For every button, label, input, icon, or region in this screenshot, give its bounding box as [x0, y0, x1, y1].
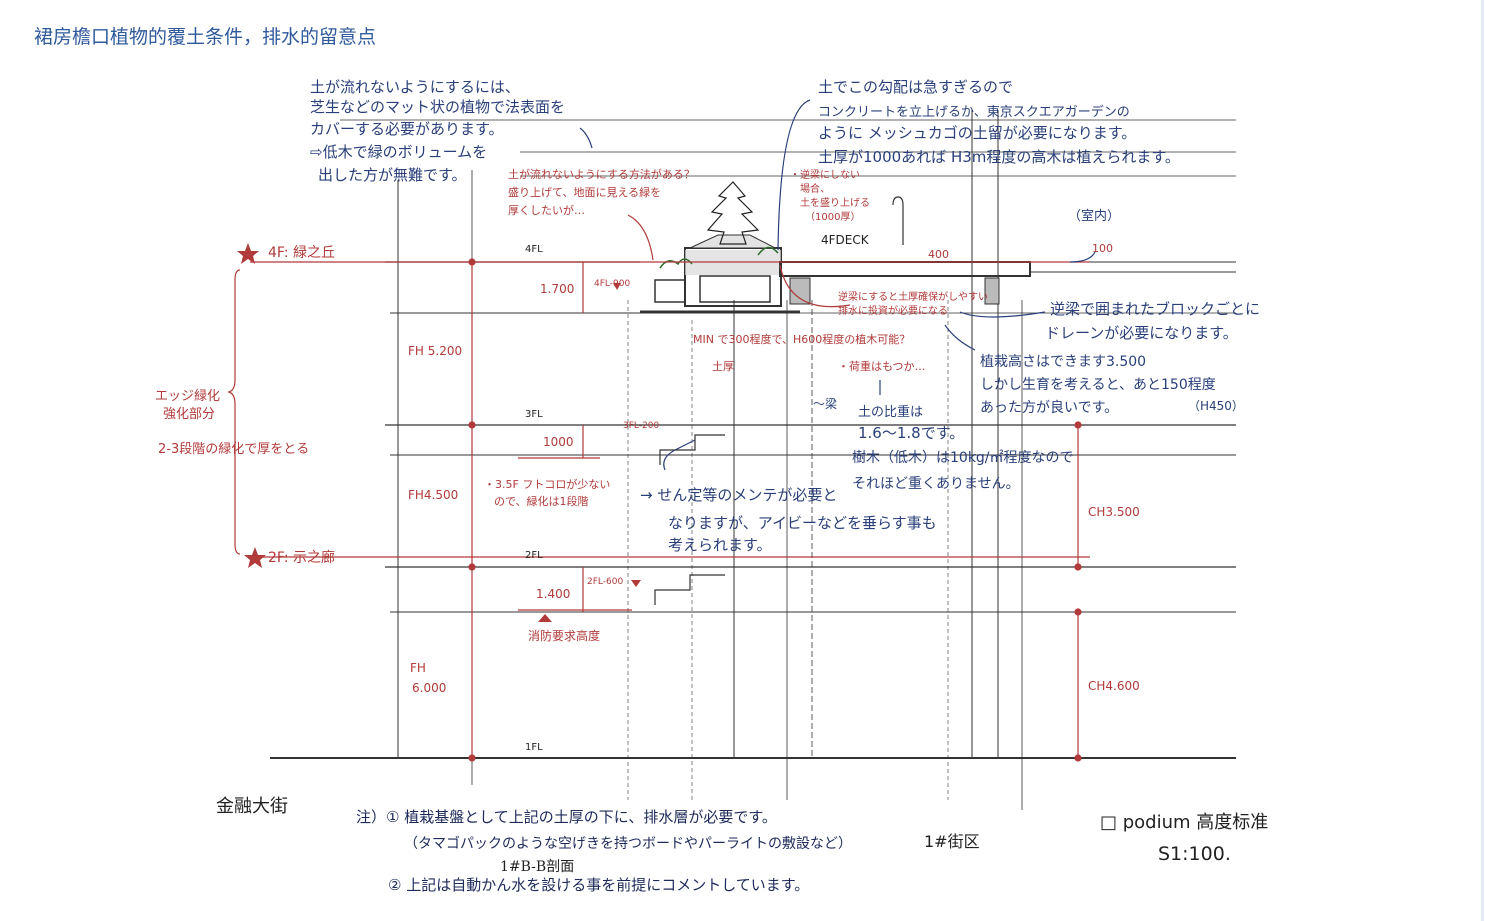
star-4f-icon: [237, 243, 259, 264]
red-fl-4: 4FL-900: [594, 279, 630, 289]
level-2fl: 2FL: [525, 550, 543, 561]
level-2-3-note: 2-3段階の緑化で厚をとる: [158, 442, 309, 457]
dim-1700: 1.700: [540, 282, 574, 296]
maint-note-1: → せん定等のメンテが必要と: [640, 486, 837, 504]
dim-fh6000-b: 6.000: [412, 681, 446, 695]
level-4fl: 4FL: [525, 244, 543, 255]
soil-weight-2: 1.6～1.8です。: [858, 424, 964, 442]
soil-weight-1: 土の比重は: [858, 404, 923, 420]
dim-fh4500: FH4.500: [408, 488, 458, 502]
plant-height-2: しかし生育を考えると、あと150程度: [980, 377, 1216, 393]
level-3fl: 3FL: [525, 409, 543, 420]
footnote-1b: （タマゴパックのような空げきを持つボードやパーライトの敷設など）: [404, 835, 852, 852]
top-left-note-2: 芝生などのマット状の植物で法表面を: [310, 98, 565, 116]
footnote-1: 注）① 植栽基盤として上記の土厚の下に、排水層が必要です。: [356, 808, 777, 826]
min300-note: MIN で300程度で、H600程度の植木可能？: [693, 332, 910, 346]
maint-note-2: なりますが、アイビーなどを垂らす事も: [668, 514, 937, 532]
floor-4f-label: 4F: 緑之丘: [268, 245, 335, 261]
red-question-1: 土が流れないようにする方法がある？: [508, 167, 695, 181]
dim-100: 100: [1092, 242, 1113, 255]
tree-weight-2: それほど重くありません。: [852, 476, 1020, 492]
h450-label: （H450）: [1188, 399, 1244, 413]
dim-ch3500: CH3.500: [1088, 505, 1140, 519]
eng-3f-1: ・3.5F フトコロが少ない: [484, 477, 610, 491]
triangle-icon: [613, 283, 621, 290]
floor-2f-label: 2F: 示之廊: [268, 549, 335, 566]
dim-fh5200: FH 5.200: [408, 344, 462, 358]
dim-1000: 1000: [543, 435, 574, 449]
dim-1400: 1.400: [536, 587, 570, 601]
red-markers: [237, 243, 641, 622]
top-right-note-3: ように メッシュカゴの土留が必要になります。: [818, 124, 1136, 142]
drain-note-2: ドレーンが必要になります。: [1045, 324, 1238, 342]
top-left-note-4: ⇨低木で緑のボリュームを: [310, 143, 487, 161]
plant-height-3: あった方が良いです。: [980, 400, 1118, 416]
page-title: 裙房檐口植物的覆土条件，排水的留意点: [34, 26, 377, 48]
deck-label: 4FDECK: [821, 233, 870, 247]
top-left-note-5: 出した方が無難です。: [318, 166, 467, 184]
block-label: 1#街区: [924, 832, 980, 851]
load-question: ・荷重はもつか…: [838, 359, 926, 373]
room-label: （室内）: [1068, 208, 1120, 224]
red-question-3: 厚くしたいが…: [508, 203, 585, 217]
red-beam-1: ・逆梁にしない: [790, 168, 860, 181]
fire-label: 消防要求高度: [528, 628, 600, 643]
section-label: 1#B-B剖面: [500, 859, 574, 875]
drain-note-1: 逆梁で囲まれたブロックごとに: [1050, 300, 1260, 318]
dim-fh6000-a: FH: [410, 661, 426, 675]
scale-label: S1:100.: [1158, 843, 1231, 865]
tree-weight-1: 樹木（低木）は10kg/㎡程度なので: [852, 450, 1074, 466]
eng-3f-2: ので、緑化は1段階: [494, 494, 589, 508]
blue-leader-lines: [579, 99, 1096, 471]
edge-label-1: エッジ緑化: [155, 389, 220, 404]
beam-note-1: 逆梁にすると土厚確保がしやすい: [838, 290, 988, 303]
page-edge: [1481, 0, 1484, 921]
red-fl-3: 3FL-200: [623, 421, 659, 431]
footnote-2: ② 上記は自動かん水を設ける事を前提にコメントしています。: [388, 876, 809, 894]
top-right-note-4: 土厚が1000あれば H3m程度の高木は植えられます。: [818, 148, 1180, 166]
plant-height-1: 植栽高さはできます3.500: [980, 353, 1146, 370]
podium-title: □ podium 高度标准: [1100, 812, 1268, 833]
red-question-2: 盛り上げて、地面に見える緑を: [508, 185, 661, 199]
beam-note-2: 排水に投資が必要になる: [838, 304, 948, 317]
red-beam-3: 土を盛り上げる: [800, 196, 870, 209]
soil-layer-label: 土厚: [712, 360, 734, 373]
top-right-note-2: コンクリートを立上げるか、東京スクエアガーデンの: [818, 104, 1130, 120]
edge-label-2: 強化部分: [163, 407, 215, 422]
red-beam-2: 場合、: [800, 182, 830, 195]
top-left-note-1: 土が流れないようにするには、: [310, 78, 520, 96]
top-left-note-3: カバーする必要があります。: [310, 120, 504, 138]
structure-lines: [270, 110, 1236, 810]
top-right-note-1: 土でこの勾配は急すぎるので: [818, 78, 1013, 96]
triangle-icon: [538, 614, 552, 622]
red-fl-2: 2FL-600: [587, 577, 623, 587]
star-2f-icon: [244, 547, 266, 568]
street-label: 金融大街: [216, 796, 288, 817]
dim-ch4600: CH4.600: [1088, 679, 1140, 693]
beam-label: ～梁: [813, 396, 837, 411]
triangle-icon: [631, 580, 641, 587]
red-dimension-lines: [227, 214, 1090, 762]
red-beam-4: （1000厚）: [805, 211, 860, 223]
dim-400: 400: [928, 248, 949, 261]
level-1fl: 1FL: [525, 742, 543, 753]
maint-note-3: 考えられます。: [668, 536, 772, 554]
